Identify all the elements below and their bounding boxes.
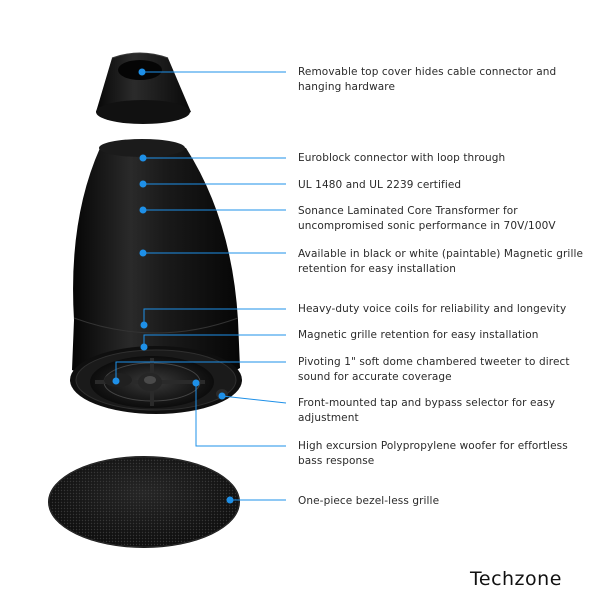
callout-lines <box>112 68 287 504</box>
callout-dot-2 <box>139 154 147 162</box>
callout-dot-7 <box>140 343 148 351</box>
callout-label-6: Heavy-duty voice coils for reliability a… <box>298 303 567 315</box>
callout-dot-4 <box>139 206 147 214</box>
callout-label-9: Front-mounted tap and bypass selector fo… <box>298 397 556 424</box>
callout-label-4: Sonance Laminated Core Transformer for u… <box>298 205 556 232</box>
callout-dot-11 <box>226 496 234 504</box>
callout-line-6 <box>143 308 286 325</box>
callout-dot-3 <box>139 180 147 188</box>
top-cover <box>96 52 191 124</box>
callout-dot-9 <box>218 392 226 400</box>
callout-label-3: UL 1480 and UL 2239 certified <box>298 179 462 191</box>
callout-line-8 <box>115 361 286 381</box>
callout-label-10: High excursion Polypropylene woofer for … <box>298 440 568 467</box>
brand-logo: Techzone <box>470 568 562 590</box>
front-baffle <box>70 346 242 414</box>
callout-label-2: Euroblock connector with loop through <box>298 152 506 164</box>
callout-label-7: Magnetic grille retention for easy insta… <box>298 329 539 341</box>
callout-dot-6 <box>140 321 148 329</box>
callout-label-11: One-piece bezel-less grille <box>298 495 440 507</box>
callout-dot-1 <box>138 68 146 76</box>
callout-label-8: Pivoting 1" soft dome chambered tweeter … <box>298 356 570 383</box>
speaker-body <box>72 139 240 390</box>
callout-line-7 <box>143 334 286 347</box>
callout-line-9 <box>221 395 287 404</box>
callout-line-10 <box>195 383 286 447</box>
callout-label-1: Removable top cover hides cable connecto… <box>298 66 557 93</box>
callout-label-5: Available in black or white (paintable) … <box>298 248 584 275</box>
callout-dot-8 <box>112 377 120 385</box>
callout-dot-5 <box>139 249 147 257</box>
callout-dot-10 <box>192 379 200 387</box>
grille-disc <box>48 456 240 548</box>
